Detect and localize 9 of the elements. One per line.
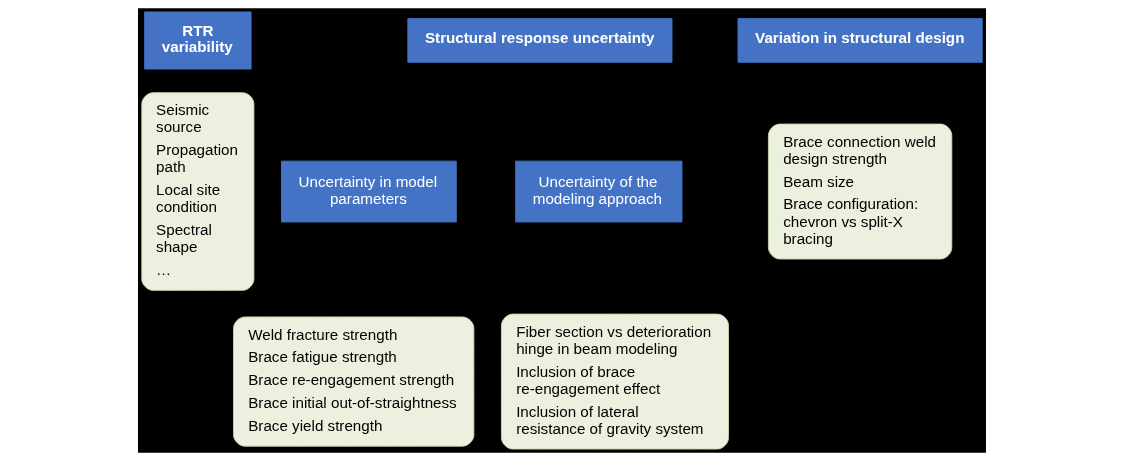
node-box: Seismic source Propagation path Local site condition Spectral shape … bbox=[140, 92, 254, 291]
node-box: Weld fracture strength Brace fatigue strength Brace re-engagement strength Brace initial out-of-straightness Brace yield strength bbox=[232, 316, 474, 447]
node-box: Brace connection weld design strength Beam size Brace configuration: chevron vs split-X bracing bbox=[767, 123, 952, 260]
node-box: Structural response uncertainty bbox=[406, 18, 672, 63]
node-box: Fiber section vs deterioration hinge in beam modeling Inclusion of brace re-engagement effect Inclusion of lateral resistance of gravity system bbox=[500, 313, 729, 450]
node-box: RTR variability bbox=[143, 11, 252, 70]
node-box: Variation in structural design bbox=[737, 18, 983, 63]
node-box: Uncertainty in model parameters bbox=[280, 160, 457, 223]
node-box: Uncertainty of the modeling approach bbox=[514, 160, 682, 223]
